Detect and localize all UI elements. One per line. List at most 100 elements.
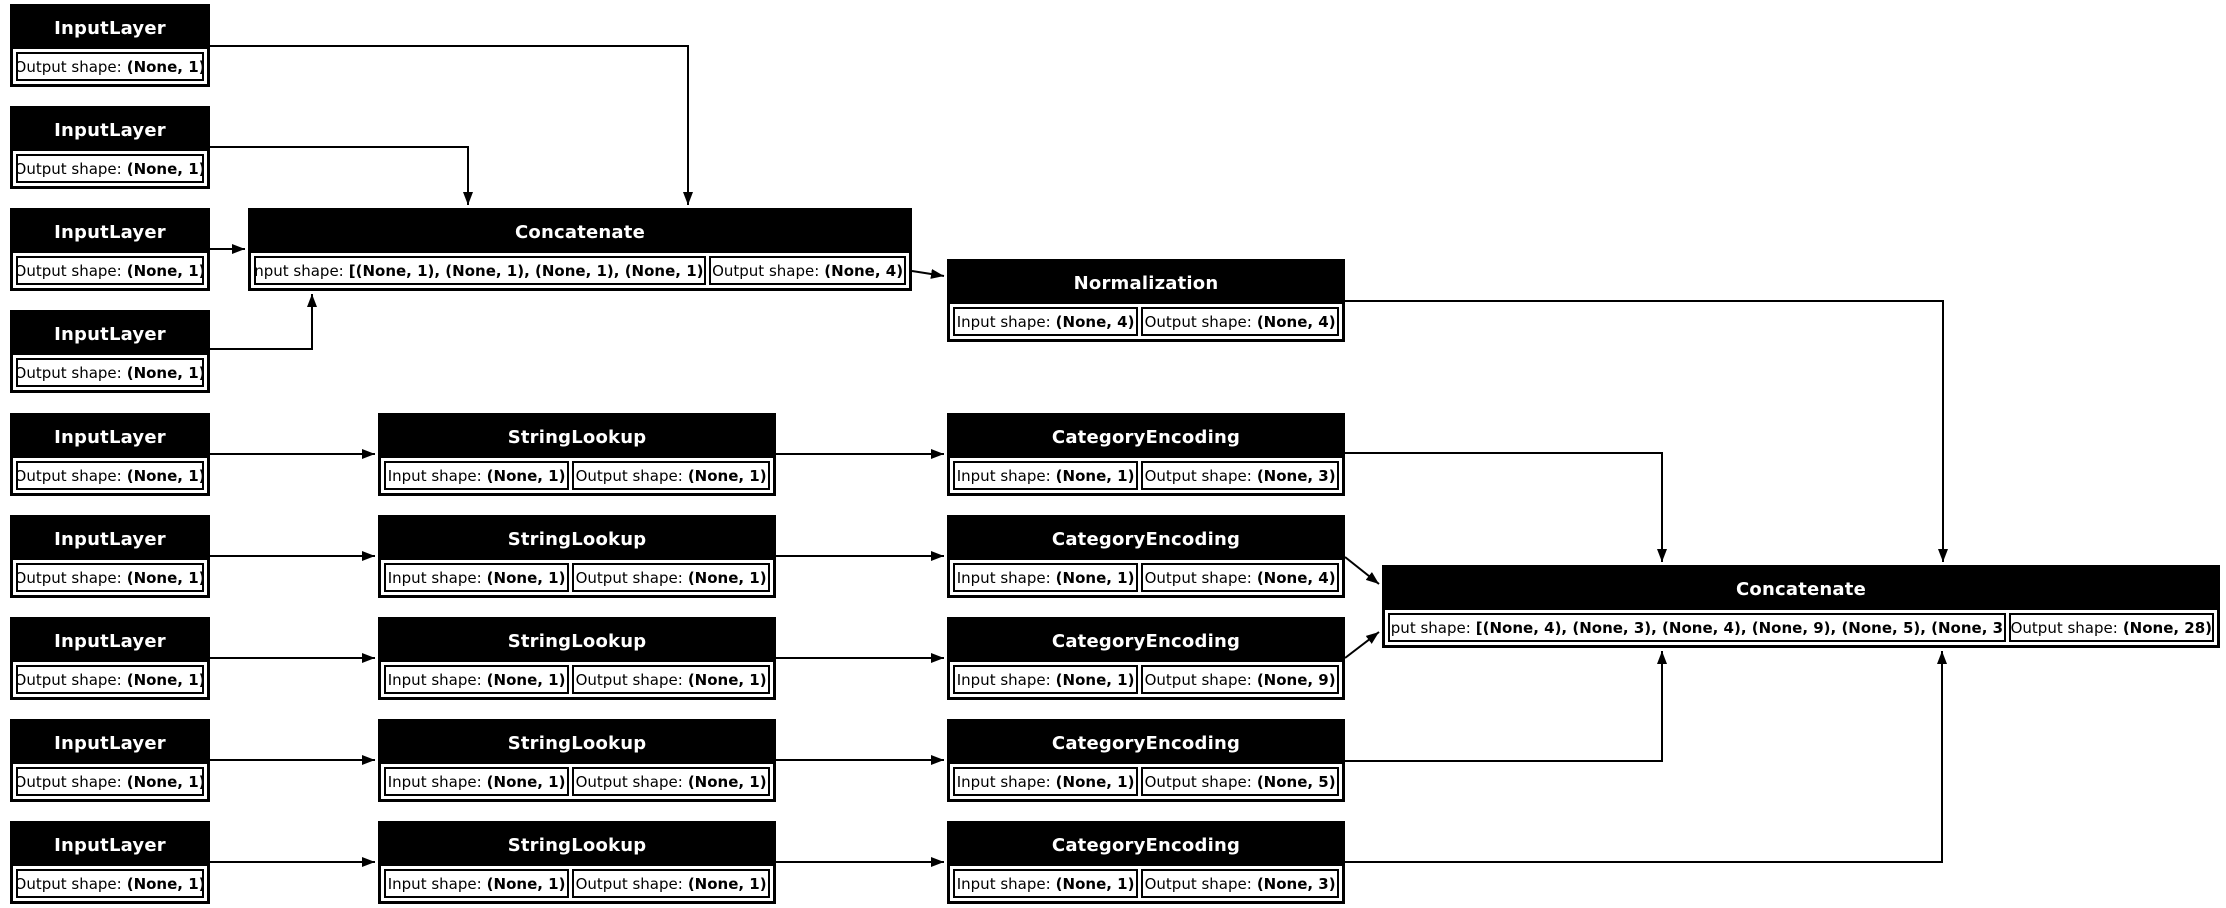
node-input-layer-5: InputLayer Output shape:(None, 1) bbox=[10, 413, 210, 496]
node-title: InputLayer bbox=[13, 824, 207, 866]
node-cells: Input shape:[(None, 1), (None, 1), (None… bbox=[251, 253, 909, 288]
node-cells: Input shape:[(None, 4), (None, 3), (None… bbox=[1385, 610, 2217, 645]
node-title: CategoryEncoding bbox=[950, 722, 1342, 764]
cell-label: Output shape: bbox=[712, 261, 820, 280]
cell-value: (None, 1) bbox=[486, 568, 566, 587]
node-cells: Output shape:(None, 1) bbox=[13, 355, 207, 390]
cell-value: (None, 1) bbox=[687, 568, 767, 587]
cell-label: Input shape: bbox=[956, 466, 1051, 485]
input-shape-cell: Input shape:[(None, 4), (None, 3), (None… bbox=[1388, 613, 2006, 642]
cell-label: Input shape: bbox=[387, 874, 482, 893]
output-shape-cell: Output shape:(None, 1) bbox=[572, 665, 770, 694]
node-input-layer-4: InputLayer Output shape:(None, 1) bbox=[10, 310, 210, 393]
node-category-encoding-4: CategoryEncoding Input shape:(None, 1) O… bbox=[947, 719, 1345, 802]
output-shape-cell: Output shape:(None, 1) bbox=[16, 665, 204, 694]
cell-value: (None, 4) bbox=[1256, 568, 1336, 587]
input-shape-cell: Input shape:[(None, 1), (None, 1), (None… bbox=[254, 256, 707, 285]
cell-label: Input shape: bbox=[956, 312, 1051, 331]
node-cells: Input shape:(None, 1) Output shape:(None… bbox=[950, 866, 1342, 901]
cell-value: (None, 1) bbox=[1055, 874, 1135, 893]
input-shape-cell: Input shape:(None, 1) bbox=[953, 461, 1139, 490]
cell-value: [(None, 4), (None, 3), (None, 4), (None,… bbox=[1475, 618, 2006, 637]
output-shape-cell: Output shape:(None, 28) bbox=[2008, 613, 2214, 642]
node-cells: Output shape:(None, 1) bbox=[13, 151, 207, 186]
edge-catenc3-concatenate2 bbox=[1344, 631, 1380, 659]
cell-value: (None, 1) bbox=[126, 568, 204, 587]
cell-value: (None, 1) bbox=[126, 874, 204, 893]
edge-catenc5-concatenate2 bbox=[1345, 651, 1947, 863]
node-string-lookup-5: StringLookup Input shape:(None, 1) Outpu… bbox=[378, 821, 776, 904]
cell-label: Output shape: bbox=[1144, 568, 1252, 587]
cell-value: (None, 1) bbox=[126, 261, 204, 280]
output-shape-cell: Output shape:(None, 1) bbox=[16, 767, 204, 796]
edge-input1-concatenate1 bbox=[210, 45, 693, 205]
node-title: InputLayer bbox=[13, 620, 207, 662]
input-shape-cell: Input shape:(None, 1) bbox=[953, 869, 1139, 898]
node-title: CategoryEncoding bbox=[950, 824, 1342, 866]
edge-input2-concatenate1 bbox=[210, 146, 473, 205]
cell-value: (None, 3) bbox=[1256, 466, 1336, 485]
node-category-encoding-3: CategoryEncoding Input shape:(None, 1) O… bbox=[947, 617, 1345, 700]
node-cells: Input shape:(None, 1) Output shape:(None… bbox=[381, 866, 773, 901]
node-input-layer-1: InputLayer Output shape:(None, 1) bbox=[10, 4, 210, 87]
cell-label: Input shape: bbox=[387, 466, 482, 485]
cell-value: (None, 1) bbox=[1055, 772, 1135, 791]
node-cells: Input shape:(None, 1) Output shape:(None… bbox=[381, 764, 773, 799]
cell-label: Output shape: bbox=[16, 874, 122, 893]
edge-concatenate1-normalization bbox=[911, 269, 945, 279]
output-shape-cell: Output shape:(None, 1) bbox=[16, 358, 204, 387]
edge-catenc4-concatenate2 bbox=[1345, 651, 1667, 762]
cell-label: Output shape: bbox=[16, 57, 122, 76]
cell-value: (None, 1) bbox=[486, 670, 566, 689]
cell-value: (None, 1) bbox=[1055, 568, 1135, 587]
cell-label: Output shape: bbox=[1144, 874, 1252, 893]
node-cells: Input shape:(None, 1) Output shape:(None… bbox=[381, 458, 773, 493]
cell-label: Output shape: bbox=[1144, 772, 1252, 791]
cell-label: Output shape: bbox=[575, 568, 683, 587]
input-shape-cell: Input shape:(None, 1) bbox=[384, 461, 570, 490]
node-title: StringLookup bbox=[381, 620, 773, 662]
output-shape-cell: Output shape:(None, 3) bbox=[1141, 461, 1339, 490]
output-shape-cell: Output shape:(None, 1) bbox=[16, 461, 204, 490]
cell-label: Output shape: bbox=[1144, 670, 1252, 689]
node-title: InputLayer bbox=[13, 7, 207, 49]
input-shape-cell: Input shape:(None, 4) bbox=[953, 307, 1139, 336]
node-title: Concatenate bbox=[1385, 568, 2217, 610]
node-title: StringLookup bbox=[381, 824, 773, 866]
cell-value: (None, 5) bbox=[1256, 772, 1336, 791]
cell-value: (None, 9) bbox=[1256, 670, 1336, 689]
node-concatenate-2: Concatenate Input shape:[(None, 4), (Non… bbox=[1382, 565, 2220, 648]
cell-label: Output shape: bbox=[575, 874, 683, 893]
cell-label: Output shape: bbox=[575, 466, 683, 485]
cell-value: (None, 4) bbox=[1256, 312, 1336, 331]
cell-value: (None, 1) bbox=[687, 874, 767, 893]
cell-value: (None, 1) bbox=[126, 57, 204, 76]
node-cells: Input shape:(None, 1) Output shape:(None… bbox=[381, 662, 773, 697]
output-shape-cell: Output shape:(None, 9) bbox=[1141, 665, 1339, 694]
cell-label: Input shape: bbox=[387, 670, 482, 689]
cell-label: Output shape: bbox=[16, 772, 122, 791]
edge-catenc1-concatenate2 bbox=[1345, 452, 1667, 562]
node-cells: Input shape:(None, 1) Output shape:(None… bbox=[381, 560, 773, 595]
cell-value: (None, 1) bbox=[486, 772, 566, 791]
input-shape-cell: Input shape:(None, 1) bbox=[384, 665, 570, 694]
cell-value: (None, 1) bbox=[486, 874, 566, 893]
node-cells: Input shape:(None, 1) Output shape:(None… bbox=[950, 458, 1342, 493]
cell-value: (None, 28) bbox=[2122, 618, 2213, 637]
output-shape-cell: Output shape:(None, 1) bbox=[16, 154, 204, 183]
cell-label: Input shape: bbox=[387, 568, 482, 587]
cell-value: (None, 1) bbox=[126, 363, 204, 382]
input-shape-cell: Input shape:(None, 1) bbox=[953, 563, 1139, 592]
node-string-lookup-4: StringLookup Input shape:(None, 1) Outpu… bbox=[378, 719, 776, 802]
node-title: StringLookup bbox=[381, 722, 773, 764]
output-shape-cell: Output shape:(None, 1) bbox=[16, 256, 204, 285]
output-shape-cell: Output shape:(None, 3) bbox=[1141, 869, 1339, 898]
cell-value: (None, 1) bbox=[126, 159, 204, 178]
output-shape-cell: Output shape:(None, 1) bbox=[16, 563, 204, 592]
node-title: StringLookup bbox=[381, 416, 773, 458]
node-title: Normalization bbox=[950, 262, 1342, 304]
node-category-encoding-1: CategoryEncoding Input shape:(None, 1) O… bbox=[947, 413, 1345, 496]
cell-value: (None, 1) bbox=[126, 670, 204, 689]
node-string-lookup-3: StringLookup Input shape:(None, 1) Outpu… bbox=[378, 617, 776, 700]
